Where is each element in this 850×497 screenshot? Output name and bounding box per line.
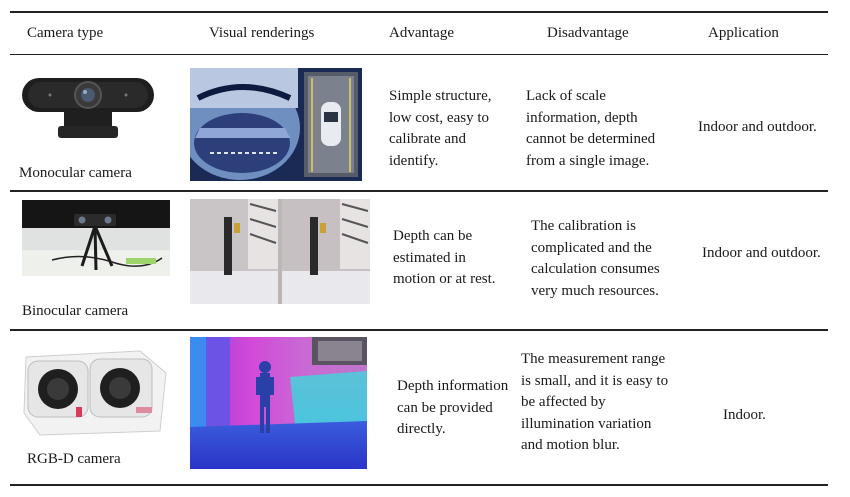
binocular-visual-rendering: [190, 199, 370, 304]
rgbd-visual-rendering: [190, 337, 367, 469]
header-disadvantage: Disadvantage: [547, 25, 629, 41]
monocular-application: Indoor and outdoor.: [698, 119, 817, 135]
rgbd-camera-label: RGB-D camera: [27, 451, 121, 467]
monocular-disadvantage-line-3: cannot be determined: [526, 131, 656, 147]
header-application: Application: [708, 25, 779, 41]
binocular-advantage-line-2: estimated in: [393, 249, 466, 266]
rgbd-disadvantage-line-5: and motion blur.: [521, 437, 620, 453]
rgbd-advantage-line-1: Depth information: [397, 378, 509, 394]
monocular-advantage-line-3: calibrate and: [389, 131, 467, 147]
monocular-advantage-line-4: identify.: [389, 152, 439, 169]
monocular-advantage-line-2: low cost, easy to: [389, 109, 489, 126]
header-bottom-rule: [10, 54, 828, 55]
monocular-visual-rendering: [190, 68, 362, 181]
binocular-disadvantage-line-4: very much resources.: [531, 282, 659, 299]
header-camera-type: Camera type: [27, 25, 104, 41]
rgbd-camera-photo: [20, 343, 170, 439]
binocular-advantage-line-1: Depth can be: [393, 228, 473, 244]
binocular-disadvantage-line-1: The calibration is: [531, 218, 636, 234]
table-bottom-rule: [10, 484, 828, 486]
rgbd-advantage-line-2: can be provided: [397, 399, 493, 416]
rgbd-disadvantage-line-3: be affected by: [521, 394, 606, 410]
binocular-application: Indoor and outdoor.: [702, 245, 821, 261]
binocular-disadvantage-line-2: complicated and the: [531, 239, 652, 256]
rgbd-disadvantage-line-2: is small, and it is easy to: [521, 372, 669, 389]
header-advantage: Advantage: [389, 25, 454, 41]
table-top-rule: [10, 11, 828, 13]
rgbd-disadvantage-line-1: The measurement range: [521, 351, 666, 367]
monocular-camera-photo: [18, 70, 158, 160]
rgbd-disadvantage-line-4: illumination variation: [521, 415, 652, 432]
rgbd-advantage-line-3: directly.: [397, 421, 446, 437]
row-divider-1: [10, 190, 828, 192]
binocular-advantage-line-3: motion or at rest.: [393, 271, 496, 287]
monocular-disadvantage-line-2: information, depth: [526, 109, 638, 126]
header-visual-renderings: Visual renderings: [209, 25, 315, 41]
binocular-camera-photo: [22, 200, 170, 276]
monocular-disadvantage-line-1: Lack of scale: [526, 88, 606, 104]
monocular-advantage-line-1: Simple structure,: [389, 88, 492, 104]
monocular-disadvantage-line-4: from a single image.: [526, 152, 650, 169]
monocular-camera-label: Monocular camera: [19, 165, 132, 181]
binocular-camera-label: Binocular camera: [22, 303, 129, 319]
binocular-disadvantage-line-3: calculation consumes: [531, 261, 660, 277]
rgbd-application: Indoor.: [723, 407, 766, 423]
row-divider-2: [10, 329, 828, 331]
